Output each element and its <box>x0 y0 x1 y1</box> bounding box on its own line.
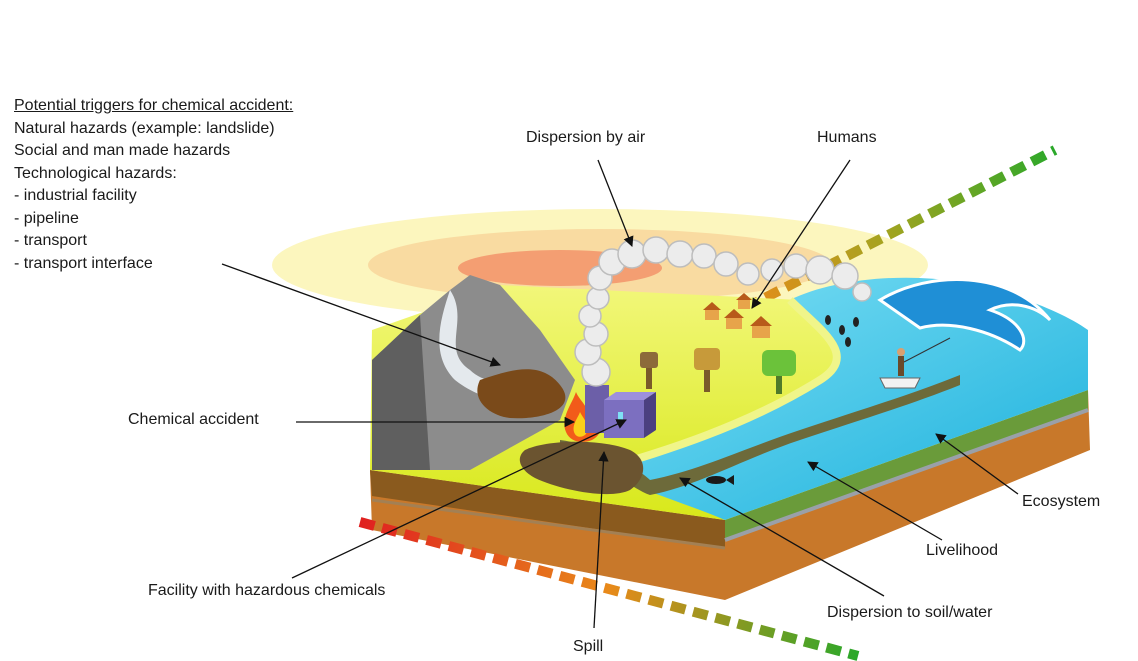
label-humans: Humans <box>817 129 877 146</box>
arrow-humans <box>751 159 851 309</box>
trigger-item: Social and man made hazards <box>14 142 231 159</box>
arrow-spill <box>593 450 609 629</box>
label-dispersion-soil: Dispersion to soil/water <box>827 604 993 621</box>
soil-stripe <box>724 408 1089 542</box>
fish-icon <box>706 475 734 485</box>
arrow-trigger <box>221 263 501 367</box>
scale-line-bottom <box>358 517 860 661</box>
village-houses <box>703 293 772 338</box>
trees <box>640 348 796 394</box>
trigger-item: - industrial facility <box>14 187 137 204</box>
triggers-heading: Potential triggers for chemical accident… <box>14 97 294 114</box>
label-facility: Facility with hazardous chemicals <box>148 582 386 599</box>
facility-roof <box>604 392 656 400</box>
spill-puddle <box>519 441 644 495</box>
arrow-ecosystem <box>935 433 1019 495</box>
shore-line <box>598 297 841 474</box>
ocean-wave <box>877 278 1052 352</box>
arrow-dispersion-air <box>597 159 634 247</box>
trigger-item: Natural hazards (example: landslide) <box>14 119 275 137</box>
fire-core <box>573 412 588 437</box>
arrow-facility <box>291 419 627 579</box>
smoke-plume <box>574 236 872 387</box>
mud-landslide <box>477 369 566 419</box>
trigger-item: - transport interface <box>14 254 153 272</box>
trigger-item: - pipeline <box>14 209 79 227</box>
facility-building-main <box>604 400 644 438</box>
mountain-shadow <box>372 315 430 470</box>
fisherman-boat <box>879 337 951 389</box>
arrow-livelihood <box>807 461 943 541</box>
trigger-item: Technological hazards: <box>14 164 177 182</box>
label-livelihood: Livelihood <box>926 542 999 559</box>
trigger-item: - transport <box>14 232 87 249</box>
soil-front-face <box>370 390 1090 600</box>
snow-landslide <box>439 290 560 404</box>
label-dispersion-air: Dispersion by air <box>526 129 646 146</box>
label-spill: Spill <box>573 638 604 655</box>
soil-right-layer <box>725 390 1088 540</box>
facility-window <box>618 412 623 424</box>
scale-line-diagonal <box>742 145 1058 313</box>
label-chemical-accident: Chemical accident <box>128 411 259 428</box>
arrow-dispersion-soil <box>679 477 885 597</box>
label-ecosystem: Ecosystem <box>1022 493 1101 510</box>
soil-stripe-front <box>371 498 726 550</box>
triggers-list: Potential triggers for chemical accident… <box>14 95 293 275</box>
rain-drops <box>825 315 859 347</box>
soil-dark-layer <box>370 470 725 548</box>
facility-side <box>644 392 656 438</box>
